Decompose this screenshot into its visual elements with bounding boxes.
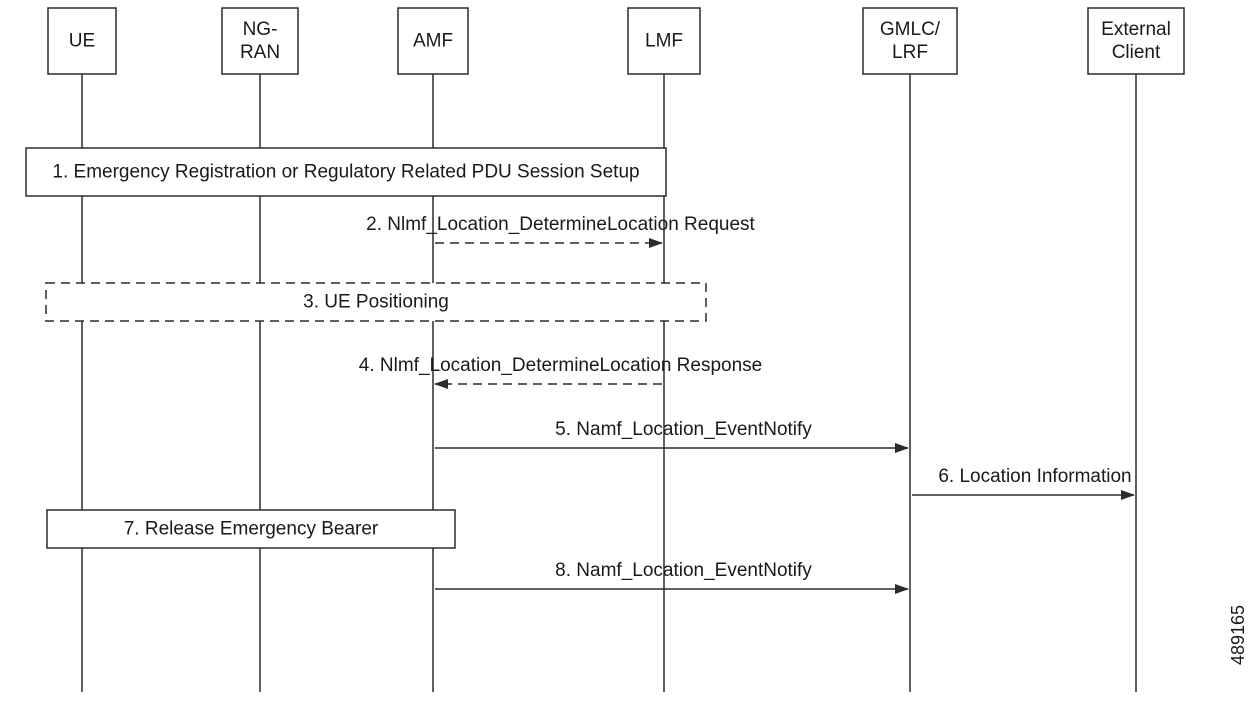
step-box-7 — [46, 509, 456, 549]
actor-box-ngran — [221, 7, 299, 75]
step-5: 5. Namf_Location_EventNotify — [435, 419, 909, 453]
actor-label-ue: UE — [69, 31, 95, 52]
step-3: 3. UE Positioning — [45, 282, 707, 322]
actor-label-gmlc: GMLC/ — [880, 19, 941, 40]
figure-id: 489165 — [1228, 605, 1248, 665]
step-box-1 — [25, 147, 667, 197]
step-label-7: 7. Release Emergency Bearer — [124, 519, 379, 540]
actor-label-external: External — [1101, 19, 1171, 40]
actor-ue: UE — [47, 7, 117, 75]
actor-box-amf — [397, 7, 469, 75]
step-label-8: 8. Namf_Location_EventNotify — [555, 560, 812, 581]
step-1: 1. Emergency Registration or Regulatory … — [25, 147, 667, 197]
actor-box-gmlc — [862, 7, 958, 75]
actor-label-gmlc: LRF — [892, 42, 928, 63]
step-label-3: 3. UE Positioning — [303, 292, 449, 313]
actor-label-external: Client — [1112, 42, 1161, 63]
actor-label-amf: AMF — [413, 31, 453, 52]
actor-amf: AMF — [397, 7, 469, 75]
actor-box-ue — [47, 7, 117, 75]
actor-box-external — [1087, 7, 1185, 75]
actor-ngran: NG-RAN — [221, 7, 299, 75]
actor-label-ngran: RAN — [240, 42, 280, 63]
step-2: 2. Nlmf_Location_DetermineLocation Reque… — [366, 214, 756, 248]
step-4: 4. Nlmf_Location_DetermineLocation Respo… — [359, 355, 762, 389]
actor-box-lmf — [627, 7, 701, 75]
step-label-5: 5. Namf_Location_EventNotify — [555, 419, 812, 440]
step-8: 8. Namf_Location_EventNotify — [435, 560, 909, 594]
actor-gmlc: GMLC/LRF — [862, 7, 958, 75]
step-6: 6. Location Information — [912, 466, 1135, 500]
step-7: 7. Release Emergency Bearer — [46, 509, 456, 549]
step-label-6: 6. Location Information — [938, 466, 1131, 487]
step-label-1: 1. Emergency Registration or Regulatory … — [52, 162, 639, 183]
step-box-3 — [45, 282, 707, 322]
step-label-4: 4. Nlmf_Location_DetermineLocation Respo… — [359, 355, 762, 376]
actor-label-lmf: LMF — [645, 31, 683, 52]
step-label-2: 2. Nlmf_Location_DetermineLocation Reque… — [366, 214, 755, 235]
actor-label-ngran: NG- — [243, 19, 278, 40]
actor-lmf: LMF — [627, 7, 701, 75]
